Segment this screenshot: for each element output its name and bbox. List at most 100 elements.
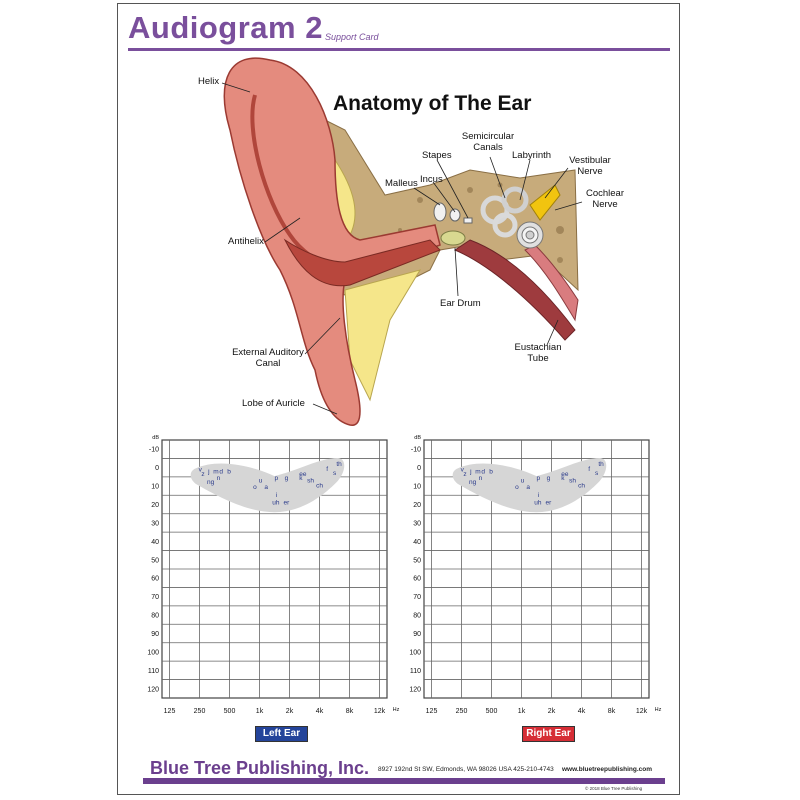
y-tick-label: 0 <box>417 465 421 472</box>
speech-sound-label: er <box>546 500 553 507</box>
company-address: 8927 192nd St SW, Edmonds, WA 98026 USA … <box>378 766 554 773</box>
x-tick-label: 4k <box>578 708 586 715</box>
speech-sound-label: a <box>526 484 530 491</box>
speech-sound-label: j <box>469 469 471 476</box>
x-unit-label: Hz <box>393 707 400 713</box>
y-tick-label: 110 <box>148 668 159 675</box>
x-tick-label: 2k <box>286 708 294 715</box>
y-tick-label: 0 <box>155 465 159 472</box>
y-tick-label: 120 <box>147 686 159 693</box>
speech-sound-label: ch <box>316 483 323 490</box>
y-tick-label: 50 <box>151 557 159 564</box>
inner-ear <box>480 186 544 249</box>
footer-rule <box>143 778 665 784</box>
y-tick-label: 70 <box>151 594 159 601</box>
right-ear-button[interactable]: Right Ear <box>522 726 575 742</box>
x-tick-label: 500 <box>224 708 236 715</box>
pointer-lines <box>221 82 583 415</box>
label-stapes: Stapes <box>422 150 452 161</box>
speech-sound-label: z <box>463 471 466 478</box>
x-tick-label: 125 <box>426 708 438 715</box>
y-tick-label: 50 <box>413 557 421 564</box>
speech-sound-label: b <box>489 469 493 476</box>
speech-sound-label: d <box>481 469 485 476</box>
y-tick-label: 60 <box>151 576 159 583</box>
speech-sound-label: v <box>199 466 203 473</box>
label-malleus: Malleus <box>385 178 418 189</box>
label-external-auditory-canal: External Auditory Canal <box>232 347 304 369</box>
y-tick-label: 20 <box>151 502 159 509</box>
speech-sound-label: k <box>561 475 565 482</box>
y-tick-label: 90 <box>413 631 421 638</box>
x-tick-label: 125 <box>164 708 176 715</box>
label-vestibular-nerve: Vestibular Nerve <box>569 155 611 177</box>
speech-sound-label: sh <box>569 478 576 485</box>
speech-sound-label: z <box>201 471 204 478</box>
canal-yellow <box>344 269 422 402</box>
label-incus: Incus <box>420 174 443 185</box>
label-helix: Helix <box>198 76 220 87</box>
ear-anatomy-illustration <box>221 57 583 426</box>
speech-banana <box>452 458 607 513</box>
speech-sound-label: s <box>333 470 337 477</box>
y-tick-label: 80 <box>413 613 421 620</box>
y-tick-label: 10 <box>413 484 421 491</box>
speech-sound-label: o <box>515 484 519 491</box>
speech-sound-label: g <box>547 475 551 482</box>
speech-sound-label: m <box>475 469 480 476</box>
company-website[interactable]: www.bluetreepublishing.com <box>562 766 653 773</box>
label-labyrinth: Labyrinth <box>512 150 552 161</box>
eustachian-tube-shape <box>453 239 576 341</box>
y-tick-label: 90 <box>151 631 159 638</box>
speech-sound-label: p <box>275 475 279 482</box>
speech-sound-label: k <box>299 475 303 482</box>
y-tick-label: -10 <box>149 447 159 454</box>
speech-sound-label: a <box>264 484 268 491</box>
speech-sound-label: j <box>207 469 209 476</box>
auricle <box>223 57 441 426</box>
left-ear-button[interactable]: Left Ear <box>255 726 308 742</box>
speech-sound-label: d <box>219 469 223 476</box>
y-tick-label: 100 <box>147 649 159 656</box>
x-tick-label: 1k <box>256 708 264 715</box>
y-tick-label: 40 <box>151 539 159 546</box>
x-tick-label: 500 <box>486 708 498 715</box>
y-tick-label: 20 <box>413 502 421 509</box>
copyright: © 2018 Blue Tree Publishing <box>585 786 643 791</box>
speech-sound-label: th <box>336 461 342 468</box>
speech-sound-label: n <box>217 475 221 482</box>
speech-sound-label: ee <box>299 471 307 478</box>
y-tick-label: 40 <box>413 539 421 546</box>
y-tick-label: 70 <box>413 594 421 601</box>
speech-sound-label: g <box>285 475 289 482</box>
speech-sound-label: sh <box>307 478 314 485</box>
title-rule <box>128 48 670 51</box>
company-name: Blue Tree Publishing, Inc. <box>150 758 370 778</box>
y-unit-label: dB <box>152 435 159 441</box>
y-tick-label: 60 <box>413 576 421 583</box>
speech-sound-label: i <box>538 492 539 499</box>
x-tick-label: 250 <box>456 708 468 715</box>
page-title: Audiogram 2 <box>128 10 323 45</box>
y-tick-label: 30 <box>151 520 159 527</box>
label-antihelix: Antihelix <box>228 236 264 247</box>
nerve-bundle <box>524 244 579 322</box>
y-tick-label: 110 <box>410 668 421 675</box>
speech-sound-label: i <box>276 492 277 499</box>
speech-sound-label: uh <box>534 500 542 507</box>
speech-sound-label: f <box>588 466 590 473</box>
y-tick-label: 10 <box>151 484 159 491</box>
label-lobe-of-auricle: Lobe of Auricle <box>242 398 305 409</box>
speech-sound-label: v <box>461 466 465 473</box>
speech-sound-label: p <box>537 475 541 482</box>
ear-drum-shape <box>440 230 466 246</box>
speech-sound-label: th <box>598 461 604 468</box>
x-tick-label: 250 <box>194 708 206 715</box>
concha <box>283 238 441 287</box>
x-tick-label: 4k <box>316 708 324 715</box>
speech-sound-label: m <box>213 469 218 476</box>
x-unit-label: Hz <box>655 707 662 713</box>
speech-banana <box>190 458 345 513</box>
speech-sound-label: b <box>227 469 231 476</box>
